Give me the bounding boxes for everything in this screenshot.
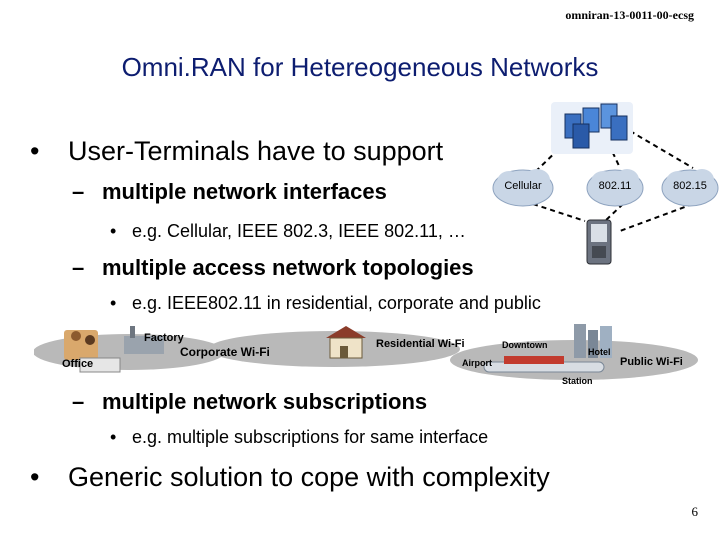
label-hotel: Hotel: [588, 347, 611, 357]
bullet-mark: •: [110, 221, 117, 241]
example-text: e.g. multiple subscriptions for same int…: [132, 427, 489, 447]
sub-bullet-interfaces: – multiple network interfaces: [72, 179, 387, 205]
bullet-generic-solution: • Generic solution to cope with complexi…: [30, 462, 550, 493]
bullet-text: Generic solution to cope with complexity: [68, 462, 550, 492]
label-public-wifi: Public Wi-Fi: [620, 356, 683, 368]
bullet-user-terminals: • User-Terminals have to support: [30, 136, 443, 167]
page-number: 6: [691, 504, 699, 519]
house-icon: [326, 326, 366, 359]
sub-bullet-text: multiple network interfaces: [102, 179, 387, 204]
city-buildings-icon: [574, 324, 612, 358]
sub-bullet-text: multiple network subscriptions: [102, 389, 428, 414]
dash-mark: –: [72, 255, 85, 280]
label-downtown: Downtown: [502, 340, 548, 350]
slide-title: Omni.RAN for Hetereogeneous Networks: [121, 52, 599, 82]
sub-bullet-subscriptions: – multiple network subscriptions: [72, 389, 427, 415]
example-text: e.g. Cellular, IEEE 802.3, IEEE 802.11, …: [132, 221, 466, 241]
example-topologies: • e.g. IEEE802.11 in residential, corpor…: [110, 293, 541, 314]
label-residential-wifi: Residential Wi-Fi: [376, 338, 465, 350]
dash-mark: –: [72, 179, 85, 204]
cloud-label-cellular: Cellular: [504, 180, 542, 192]
sub-bullet-text: multiple access network topologies: [102, 255, 474, 280]
bullet-mark: •: [110, 427, 117, 447]
airport-train-icon: [483, 356, 605, 373]
example-subscriptions: • e.g. multiple subscriptions for same i…: [110, 427, 488, 448]
label-station: Station: [562, 376, 593, 386]
bullet-mark: •: [110, 293, 117, 313]
bullet-mark: •: [30, 136, 40, 166]
label-office: Office: [62, 358, 94, 370]
label-airport: Airport: [462, 358, 492, 368]
example-text: e.g. IEEE802.11 in residential, corporat…: [132, 293, 541, 313]
cloud-label-80211: 802.11: [598, 180, 632, 192]
office-people-icon: [64, 330, 121, 373]
link-server-cellular: [532, 142, 566, 175]
network-diagram: [492, 102, 719, 265]
user-terminal-icon: [586, 219, 612, 265]
link-80211-phone: [604, 203, 624, 222]
cellular-cloud: [492, 169, 554, 207]
factory-icon: [124, 326, 164, 354]
bullet-mark: •: [30, 462, 40, 492]
link-cellular-phone: [532, 203, 586, 222]
ieee-80215-cloud: [661, 169, 719, 207]
link-80215-phone: [619, 203, 694, 232]
ieee-80211-cloud: [586, 169, 644, 207]
bullet-text: User-Terminals have to support: [68, 136, 444, 166]
wifi-deployment-strip: [34, 324, 698, 380]
dash-mark: –: [72, 389, 85, 414]
sub-bullet-topologies: – multiple access network topologies: [72, 255, 474, 281]
label-factory: Factory: [144, 332, 184, 344]
link-server-80215: [629, 130, 694, 169]
server-cluster-icon: [551, 102, 633, 154]
example-interfaces: • e.g. Cellular, IEEE 802.3, IEEE 802.11…: [110, 221, 466, 242]
link-server-80211: [604, 135, 621, 169]
document-id: omniran-13-0011-00-ecsg: [565, 8, 694, 22]
label-corporate-wifi: Corporate Wi-Fi: [180, 345, 270, 359]
cloud-label-80215: 802.15: [673, 180, 707, 192]
